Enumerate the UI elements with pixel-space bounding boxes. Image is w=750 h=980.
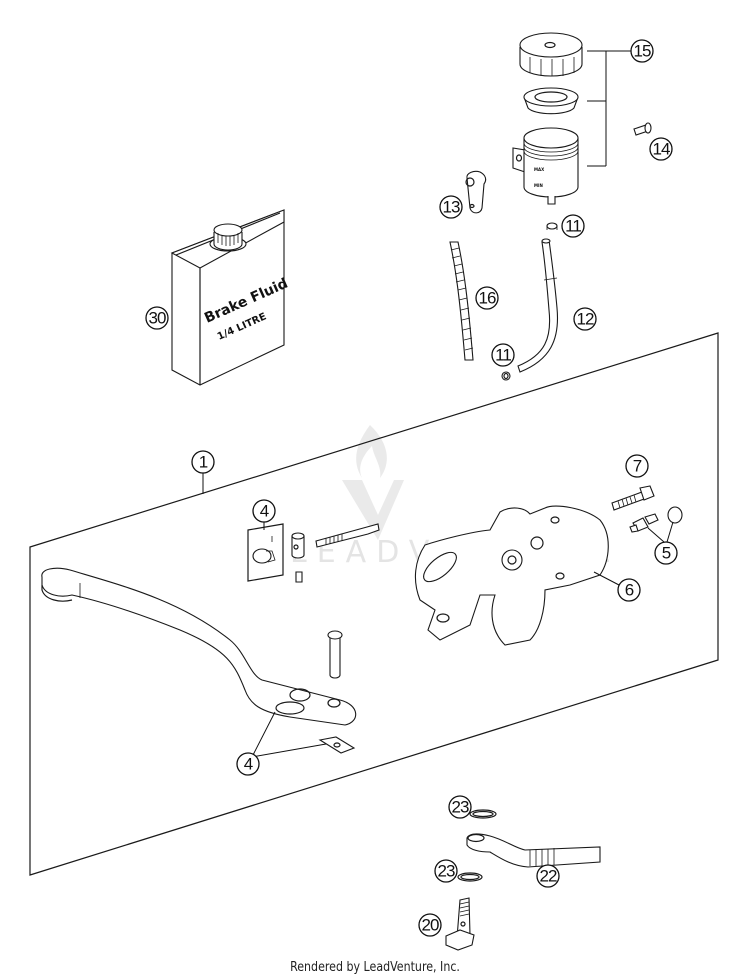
svg-text:5: 5 [662,544,671,563]
svg-text:13: 13 [443,198,460,217]
svg-text:20: 20 [422,916,439,935]
svg-text:4: 4 [260,502,269,521]
callout-11-lower[interactable]: 11 [491,343,515,367]
clamp-screw[interactable] [611,485,655,511]
lever-plate[interactable] [318,736,356,754]
callout-4-lever[interactable]: 4 [236,752,260,776]
callout-22[interactable]: 22 [536,864,560,888]
callout-15[interactable]: 15 [630,39,654,63]
brake-lever[interactable] [41,567,357,726]
reservoir-min-mark: MIN [534,183,543,188]
callout-4-adjuster[interactable]: 4 [252,499,276,530]
svg-text:14: 14 [653,140,670,159]
svg-text:22: 22 [540,867,557,886]
adjuster-kit[interactable] [247,523,380,583]
hose-clamp-upper[interactable] [546,222,558,230]
reservoir-hose[interactable] [517,238,559,373]
footer-credit: Rendered by LeadVenture, Inc. [290,960,460,975]
callout-20[interactable]: 20 [418,913,442,937]
svg-text:30: 30 [149,309,166,328]
lever-leader [251,711,327,758]
callout-13[interactable]: 13 [439,195,463,219]
svg-text:15: 15 [634,42,651,61]
callout-23-upper[interactable]: 23 [448,795,472,819]
callout-7[interactable]: 7 [625,454,649,478]
callout-23-lower[interactable]: 23 [434,859,458,883]
reservoir-body[interactable]: MAX MIN [512,127,579,205]
callout-1[interactable]: 1 [191,450,215,494]
svg-text:12: 12 [577,310,594,329]
svg-text:11: 11 [495,346,511,365]
reservoir-max-mark: MAX [534,167,544,172]
bleeder-leader [647,521,674,543]
reservoir-cap[interactable] [519,32,583,77]
bleeder-valve[interactable] [629,506,683,533]
svg-text:4: 4 [244,755,253,774]
reservoir-diaphragm[interactable] [523,87,579,115]
banjo-bolt[interactable] [445,897,475,951]
spiral-sleeve[interactable] [449,241,474,361]
sealing-ring-lower[interactable] [457,872,483,882]
sealing-ring-upper[interactable] [469,809,497,819]
assembly-panel [29,332,719,876]
callout-5[interactable]: 5 [654,541,678,565]
reservoir-bracket[interactable] [465,170,487,214]
svg-text:16: 16 [479,289,496,308]
svg-text:1: 1 [199,453,208,472]
svg-text:23: 23 [452,798,469,817]
svg-text:7: 7 [633,457,642,476]
callout-16[interactable]: 16 [475,286,499,310]
reservoir-bracket-leader [587,50,631,167]
master-cylinder-body[interactable] [414,505,609,646]
svg-text:23: 23 [438,862,455,881]
brake-fluid-bottle[interactable]: Brake Fluid 1/4 LITRE [170,209,290,386]
svg-text:11: 11 [565,217,581,236]
callout-12[interactable]: 12 [573,307,597,331]
callout-6[interactable]: 6 [593,571,641,602]
callout-11-upper[interactable]: 11 [561,214,585,238]
screw-14[interactable] [633,122,652,136]
hose-clamp-lower[interactable] [501,371,511,381]
lever-pivot-pin[interactable] [327,630,343,679]
callout-14[interactable]: 14 [649,137,673,161]
brake-line[interactable] [466,833,601,868]
svg-text:6: 6 [625,581,634,600]
callout-30[interactable]: 30 [145,306,169,330]
